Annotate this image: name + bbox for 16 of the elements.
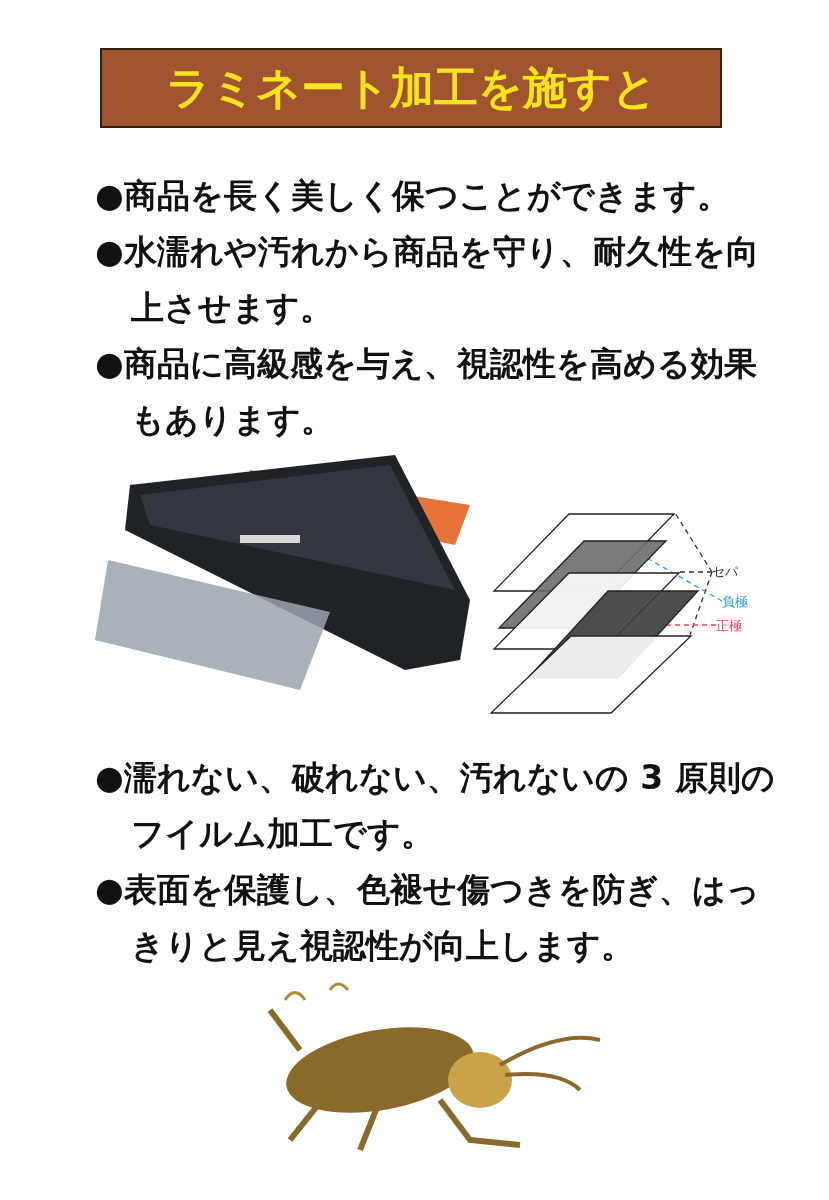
bullet-text: ●商品に高級感を与え、視認性を高める効果もあります。 [95,343,758,441]
leader-line [664,624,717,626]
title-banner [100,48,722,128]
leader-line [646,557,723,602]
leader-line [689,571,713,636]
bullet-text: ●表面を保護し、色褪せ傷つきを防ぎ、はっきりと見え視認性が向上します。 [95,869,761,967]
bullet-text: ●濡れない、破れない、汚れないの 3 原則のフイルム加工です。 [95,757,776,855]
layer-label: セパ [712,563,738,581]
leader-line [674,512,713,573]
bullet-text: ●商品を長く美しく保つことができます。 [95,175,731,217]
title-text: ラミネート加工を施すと [165,60,657,115]
layer-label: 正極 [716,617,742,635]
layer-label: 負極 [722,593,748,611]
leader-line [677,571,713,573]
separator-sheet [490,635,690,712]
bullet-text: ●水濡れや汚れから商品を守り、耐久性を向上させます。 [95,231,760,329]
